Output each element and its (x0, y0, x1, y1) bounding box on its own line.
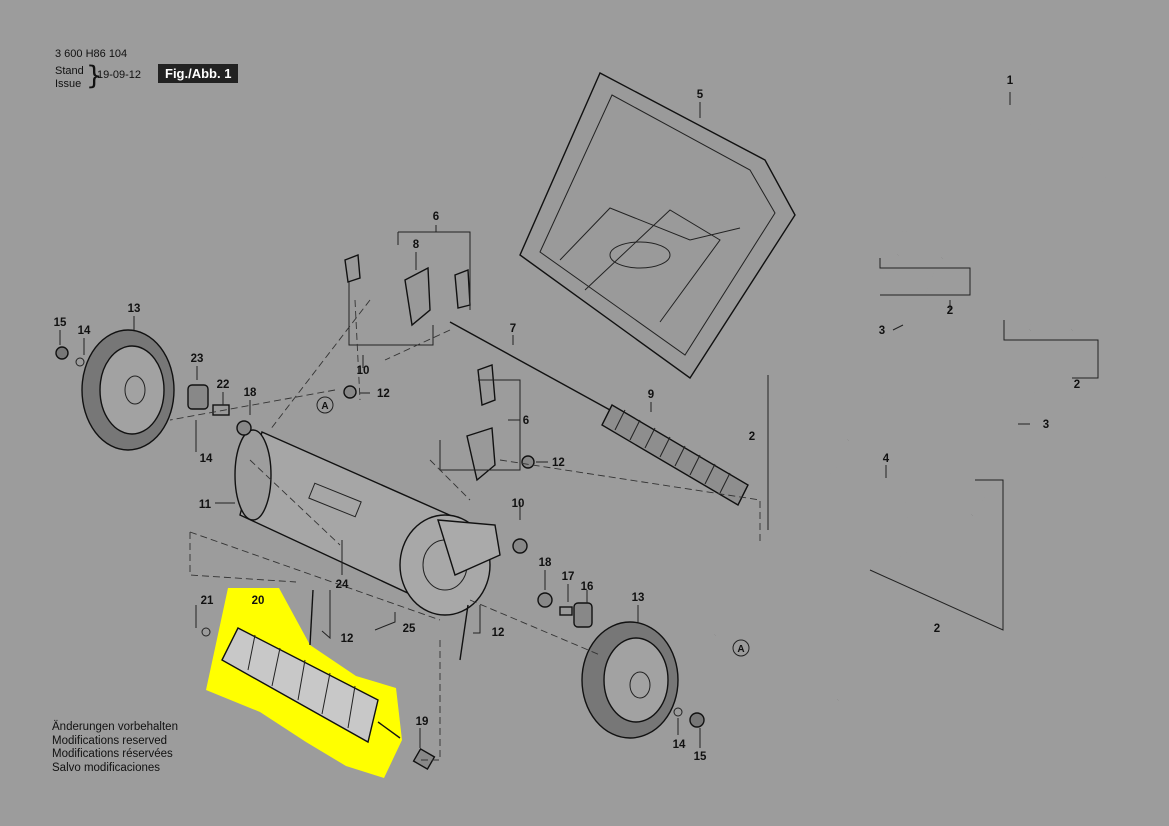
callout-25: 25 (403, 623, 416, 635)
callout-1: 1 (1007, 75, 1014, 87)
note-line-es: Salvo modificaciones (52, 761, 161, 774)
callout-2-bottom: 2 (934, 623, 940, 635)
marker-a-lower: A (737, 644, 744, 655)
callout-14-right: 14 (673, 739, 686, 751)
callout-23: 23 (191, 353, 204, 365)
callout-15-left: 15 (54, 317, 67, 329)
issue-date: 19-09-12 (97, 69, 142, 81)
issue-label: Issue (55, 78, 82, 90)
callout-12-left: 12 (341, 633, 354, 645)
stand-label: Stand (55, 65, 84, 77)
callout-13-right: 13 (632, 592, 645, 604)
callout-3-right: 3 (1043, 419, 1049, 431)
callout-9: 9 (648, 389, 654, 401)
callout-14-left: 14 (78, 325, 91, 337)
handle-assembly (713, 78, 1108, 701)
modifications-notice: Änderungen vorbehalten Modifications res… (52, 721, 178, 775)
callout-2-right: 2 (1074, 379, 1080, 391)
callout-14-mid: 14 (200, 453, 213, 465)
callout-5: 5 (697, 89, 704, 101)
part-number: 3 600 H86 104 (55, 48, 128, 60)
callout-13-left: 13 (128, 303, 141, 315)
callout-19: 19 (416, 716, 429, 728)
figure-label: Fig./Abb. 1 (158, 64, 239, 83)
callout-16: 16 (581, 581, 594, 593)
brace-glyph: } (86, 61, 103, 91)
cylinder-housing (234, 429, 501, 616)
callout-6-upper: 6 (433, 211, 439, 223)
callout-18-right: 18 (539, 557, 552, 569)
callout-4: 4 (883, 453, 890, 465)
small-parts (55, 254, 705, 771)
reel-blade (221, 627, 401, 744)
callout-20: 20 (252, 595, 265, 607)
roller-and-rod (449, 321, 749, 506)
note-line-fr: Modifications réservées (52, 748, 173, 761)
callout-11: 11 (199, 499, 212, 511)
dashed-assembly-lines (169, 299, 761, 761)
callout-8: 8 (413, 239, 420, 251)
grass-box (519, 72, 796, 380)
callout-22: 22 (217, 379, 230, 391)
leader-lines (59, 92, 1099, 748)
marker-a-upper: A (321, 401, 328, 412)
callout-18-left: 18 (244, 387, 257, 399)
callout-10-lower: 10 (512, 498, 525, 510)
callout-3-left: 3 (879, 325, 885, 337)
callout-2-left: 2 (749, 431, 755, 443)
callout-15-right: 15 (694, 751, 707, 763)
reference-markers: A A (316, 396, 750, 657)
callout-10-upper: 10 (357, 365, 370, 377)
callout-7: 7 (510, 323, 516, 335)
callout-labels: 1 5 6 8 7 9 10 12 6 12 10 2 3 2 3 2 4 2 … (54, 75, 1081, 763)
callout-21: 21 (201, 595, 214, 607)
note-line-de: Änderungen vorbehalten (52, 721, 178, 733)
callout-12-upper: 12 (377, 388, 390, 400)
callout-12-right: 12 (492, 627, 505, 639)
note-line-en: Modifications reserved (52, 734, 168, 747)
callout-24: 24 (336, 579, 349, 591)
stand-issue-label: Stand Issue (55, 65, 84, 91)
callout-6-lower: 6 (523, 415, 529, 427)
wheels (81, 329, 679, 739)
callout-17: 17 (562, 571, 575, 583)
callout-2-top: 2 (947, 305, 953, 317)
callout-12-mid: 12 (552, 457, 565, 469)
